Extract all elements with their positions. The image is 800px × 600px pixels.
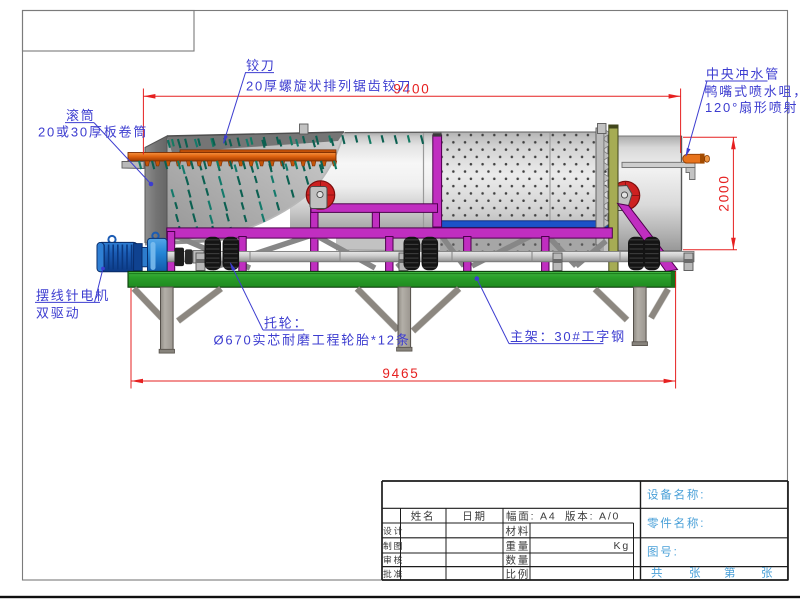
svg-text:9465: 9465 <box>382 366 419 381</box>
svg-text:铰刀: 铰刀 <box>246 58 276 73</box>
svg-text:中央冲水管: 中央冲水管 <box>706 67 780 82</box>
svg-text:2000: 2000 <box>717 174 732 211</box>
svg-text:20厚螺旋状排列锯齿铰刀: 20厚螺旋状排列锯齿铰刀 <box>246 79 412 94</box>
svg-text:姓名: 姓名 <box>411 509 436 522</box>
svg-text:设备名称:: 设备名称: <box>647 488 705 502</box>
svg-text:Ø670实芯耐磨工程轮胎*12条: Ø670实芯耐磨工程轮胎*12条 <box>214 333 411 348</box>
svg-text:张: 张 <box>761 567 774 580</box>
svg-text:版本: A/0: 版本: A/0 <box>565 509 620 522</box>
svg-text:共: 共 <box>651 567 664 580</box>
svg-text:幅面: A4: 幅面: A4 <box>506 509 556 522</box>
svg-text:托轮：: 托轮： <box>264 316 308 331</box>
svg-text:批准: 批准 <box>383 568 404 579</box>
svg-text:主架：30#工字钢: 主架：30#工字钢 <box>510 329 626 344</box>
svg-text:制图: 制图 <box>383 540 404 551</box>
svg-text:鸭嘴式喷水咀，: 鸭嘴式喷水咀， <box>705 84 800 99</box>
svg-text:摆线针电机: 摆线针电机 <box>36 288 110 303</box>
svg-text:9400: 9400 <box>393 81 430 96</box>
svg-text:滚筒: 滚筒 <box>66 108 96 123</box>
svg-text:审核: 审核 <box>383 554 404 565</box>
svg-text:数量: 数量 <box>506 553 531 566</box>
svg-text:Kg: Kg <box>614 540 630 552</box>
svg-text:张: 张 <box>689 567 702 580</box>
svg-text:重量: 重量 <box>506 539 531 552</box>
svg-text:零件名称:: 零件名称: <box>647 516 705 530</box>
svg-text:日期: 日期 <box>462 510 487 522</box>
svg-text:20或30厚板卷筒: 20或30厚板卷筒 <box>38 125 148 140</box>
svg-text:120°扇形喷射: 120°扇形喷射 <box>705 100 798 115</box>
svg-text:图号:: 图号: <box>647 546 679 559</box>
svg-text:比例: 比例 <box>506 567 531 580</box>
svg-text:双驱动: 双驱动 <box>36 306 80 321</box>
svg-text:材料: 材料 <box>506 524 531 537</box>
svg-text:设计: 设计 <box>383 525 404 536</box>
svg-text:第: 第 <box>724 566 737 580</box>
